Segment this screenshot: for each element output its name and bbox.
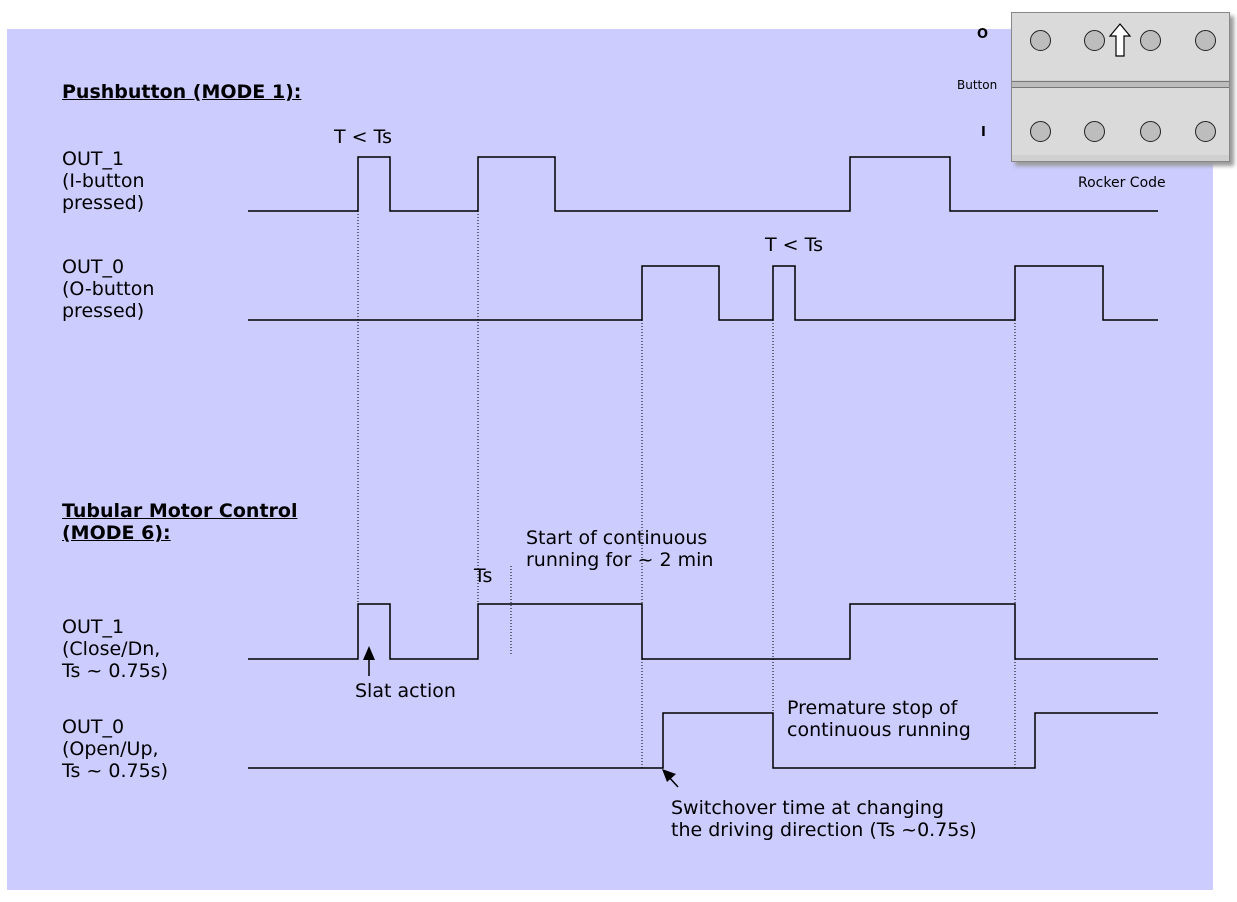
waveform-push-out0 xyxy=(248,265,1158,321)
rocker-o-label: O xyxy=(977,27,989,42)
annotation-premature-stop: Premature stop of continuous running xyxy=(787,697,971,741)
waveform-tubular-out0 xyxy=(248,712,1158,769)
rocker-dot xyxy=(1030,30,1051,51)
rocker-dot xyxy=(1195,30,1216,51)
annotation-t-ts-1: T < Ts xyxy=(334,126,392,148)
tubular-out0-label: OUT_0 (Open/Up, Ts ~ 0.75s) xyxy=(62,716,168,782)
diagram-panel xyxy=(7,29,1213,890)
switchover-arrow-icon xyxy=(662,769,679,788)
waveform-tubular-out1 xyxy=(248,603,1158,660)
annotation-start-continuous: Start of continuous running for ~ 2 min xyxy=(526,527,714,571)
annotation-t-ts-2: T < Ts xyxy=(765,234,823,256)
tubular-header: Tubular Motor Control (MODE 6): xyxy=(62,500,298,544)
waveform-push-out1 xyxy=(248,156,1158,212)
up-arrow-icon xyxy=(1108,23,1132,57)
rocker-dot xyxy=(1030,121,1051,142)
rocker-dot xyxy=(1084,121,1105,142)
rocker-button-label: Button xyxy=(957,78,998,92)
rocker-separator xyxy=(1012,81,1229,88)
annotation-switchover: Switchover time at changing the driving … xyxy=(671,797,977,841)
rocker-caption: Rocker Code xyxy=(1078,175,1166,191)
pushbutton-header: Pushbutton (MODE 1): xyxy=(62,81,302,103)
slat-action-arrow-icon xyxy=(363,646,375,676)
rocker-dot xyxy=(1084,30,1105,51)
push-out0-label: OUT_0 (O-button pressed) xyxy=(62,256,155,322)
annotation-ts: Ts xyxy=(474,565,493,587)
rocker-switch-graphic xyxy=(1011,12,1230,162)
rocker-i-label: I xyxy=(981,125,986,140)
rocker-dot xyxy=(1140,121,1161,142)
rocker-dot xyxy=(1140,30,1161,51)
push-out1-label: OUT_1 (I-button pressed) xyxy=(62,148,145,214)
rocker-dot xyxy=(1195,121,1216,142)
tubular-out1-label: OUT_1 (Close/Dn, Ts ~ 0.75s) xyxy=(62,616,168,682)
rocker-bottom-half xyxy=(1012,88,1229,155)
annotation-slat-action: Slat action xyxy=(355,680,456,702)
